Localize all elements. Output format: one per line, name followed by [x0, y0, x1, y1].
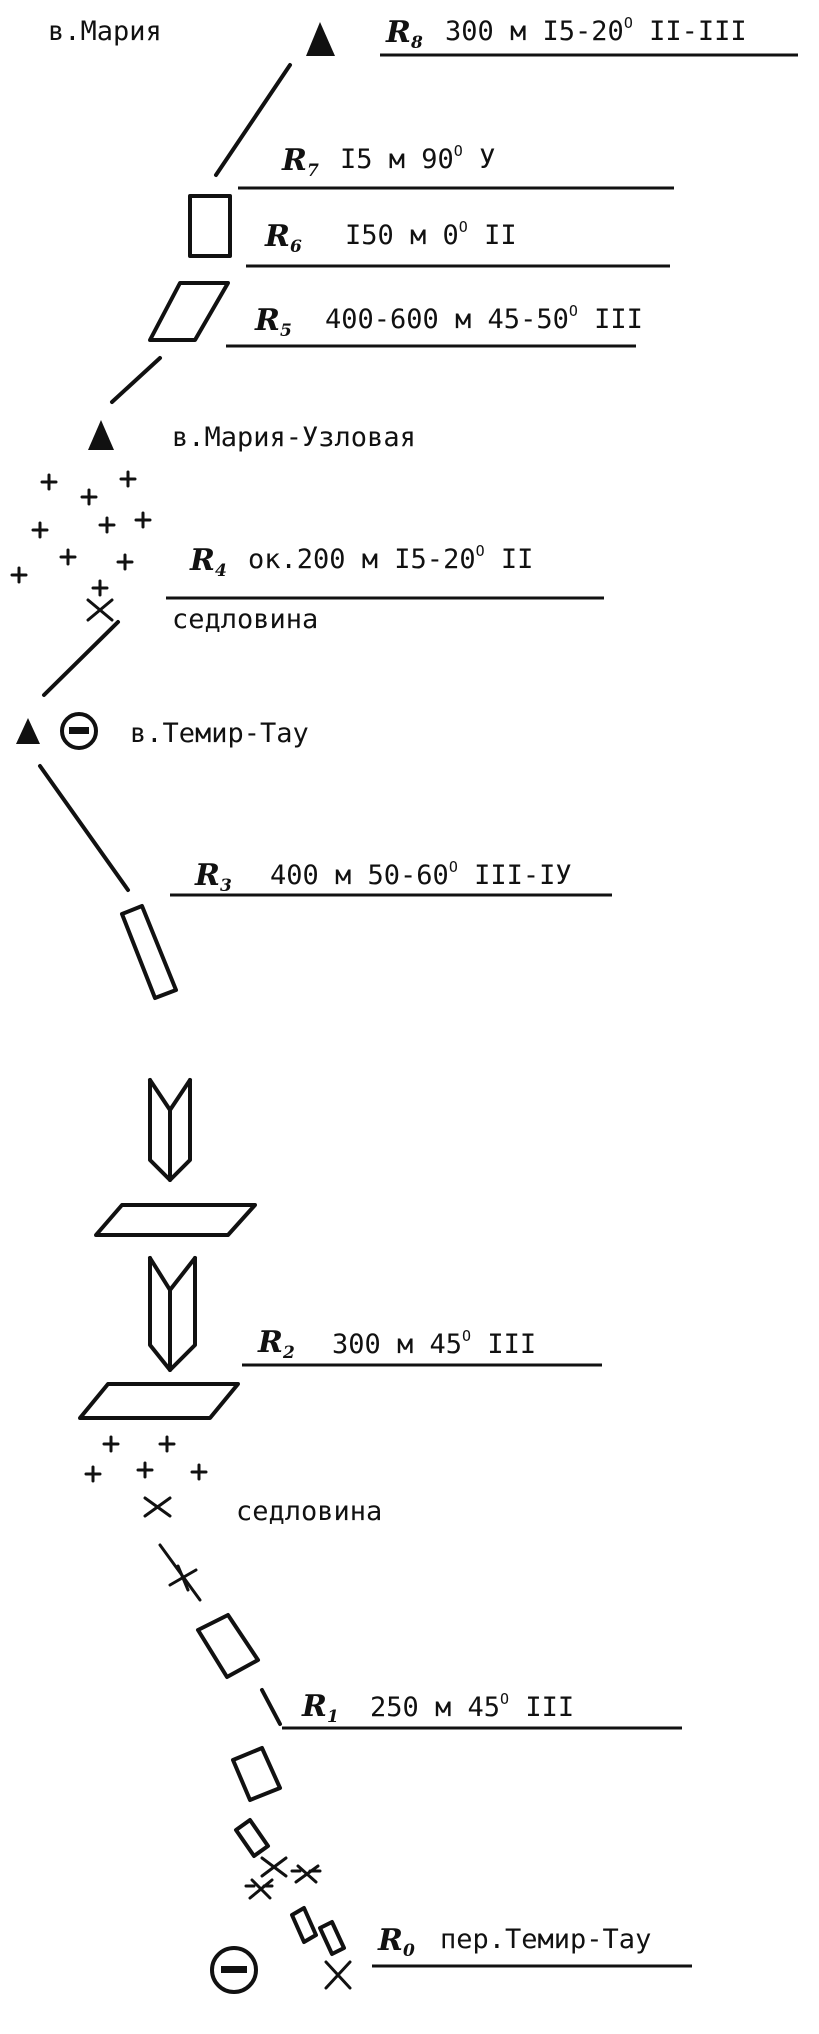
gendarme-mark-icon	[290, 1864, 322, 1884]
svg-text:R1: R1	[301, 1689, 339, 1727]
slab-parallelogram-icon	[78, 1382, 240, 1420]
peak-label-maria-uzlovaya: в.Мария-Узловая	[172, 422, 416, 453]
ridge-crossed-icon	[158, 1543, 202, 1602]
peak-label-temir-tau: в.Темир-Тау	[130, 718, 309, 749]
svg-text:300 м I5-20O II-III: 300 м I5-20O II-III	[445, 14, 747, 47]
svg-text:300 м 45O III: 300 м 45O III	[332, 1327, 536, 1360]
scree-plus-cluster-icon	[84, 1435, 208, 1483]
pass-circled-minus-icon	[60, 712, 98, 750]
wall-rectangle-icon	[318, 1920, 346, 1956]
svg-text:R8: R8	[385, 15, 423, 53]
svg-text:400 м 50-60O III-IУ: 400 м 50-60O III-IУ	[270, 858, 572, 891]
svg-text:R7: R7	[281, 143, 319, 181]
wall-rectangle-icon	[231, 1746, 282, 1802]
svg-text:400-600 м 45-50O III: 400-600 м 45-50O III	[325, 302, 643, 335]
saddle-label: седловина	[236, 1496, 382, 1527]
saddle-cross-icon	[324, 1960, 352, 1990]
wall-rectangle-icon	[234, 1818, 270, 1858]
pitch-label-r5: R5 400-600 м 45-50O III	[254, 302, 643, 341]
pitch-label-r3: R3 400 м 50-60O III-IУ	[194, 858, 572, 896]
peak-triangle-icon	[306, 22, 335, 56]
couloir-chevron-icon	[148, 1078, 192, 1182]
wall-rectangle-icon	[196, 1613, 260, 1679]
saddle-label: седловина	[172, 604, 318, 635]
pitch-label-r4: R4 ок.200 м I5-20O II	[189, 542, 533, 581]
saddle-cross-icon	[86, 598, 114, 622]
saddle-cross-icon	[143, 1496, 172, 1518]
svg-text:I5 м 90O У: I5 м 90O У	[340, 142, 495, 175]
pitch-label-r8: R8 300 м I5-20O II-III	[385, 14, 747, 53]
svg-text:I50 м 0O II: I50 м 0O II	[345, 218, 517, 251]
slab-parallelogram-icon	[94, 1203, 257, 1237]
couloir-chevron-icon	[148, 1256, 197, 1372]
svg-text:R6: R6	[264, 219, 302, 257]
scree-plus-cluster-icon	[10, 470, 152, 597]
peak-label-maria: в.Мария	[48, 16, 162, 47]
pitch-label-r0: R0 пер.Темир-Тау	[377, 1923, 651, 1961]
svg-text:R4: R4	[189, 543, 227, 581]
pitch-label-r2: R2 300 м 45O III	[257, 1325, 536, 1363]
saddle-cross-icon	[260, 1856, 288, 1878]
svg-text:R5: R5	[254, 303, 292, 341]
ridge-line	[42, 620, 120, 697]
ridge-line	[110, 356, 162, 404]
peak-triangle-icon	[88, 420, 114, 450]
ridge-line	[214, 63, 292, 177]
slab-parallelogram-icon	[148, 281, 230, 342]
svg-text:пер.Темир-Тау: пер.Темир-Тау	[440, 1924, 651, 1955]
svg-text:R2: R2	[257, 1325, 295, 1363]
wall-rectangle-icon	[188, 194, 232, 258]
peak-triangle-icon	[16, 718, 40, 744]
svg-text:R3: R3	[194, 858, 232, 896]
pitch-label-r6: R6 I50 м 0O II	[264, 218, 517, 257]
ridge-line	[260, 1688, 282, 1726]
pass-circled-minus-icon	[210, 1946, 258, 1994]
ridge-line	[38, 764, 130, 892]
wall-rectangle-icon	[120, 904, 178, 1000]
svg-text:250 м 45O III: 250 м 45O III	[370, 1690, 574, 1723]
wall-rectangle-icon	[290, 1906, 318, 1944]
gendarme-mark-icon	[244, 1878, 274, 1900]
svg-text:ок.200 м I5-20O II: ок.200 м I5-20O II	[248, 542, 533, 575]
pitch-label-r7: R7 I5 м 90O У	[281, 142, 495, 181]
pitch-label-r1: R1 250 м 45O III	[301, 1689, 574, 1727]
svg-text:R0: R0	[377, 1923, 415, 1961]
